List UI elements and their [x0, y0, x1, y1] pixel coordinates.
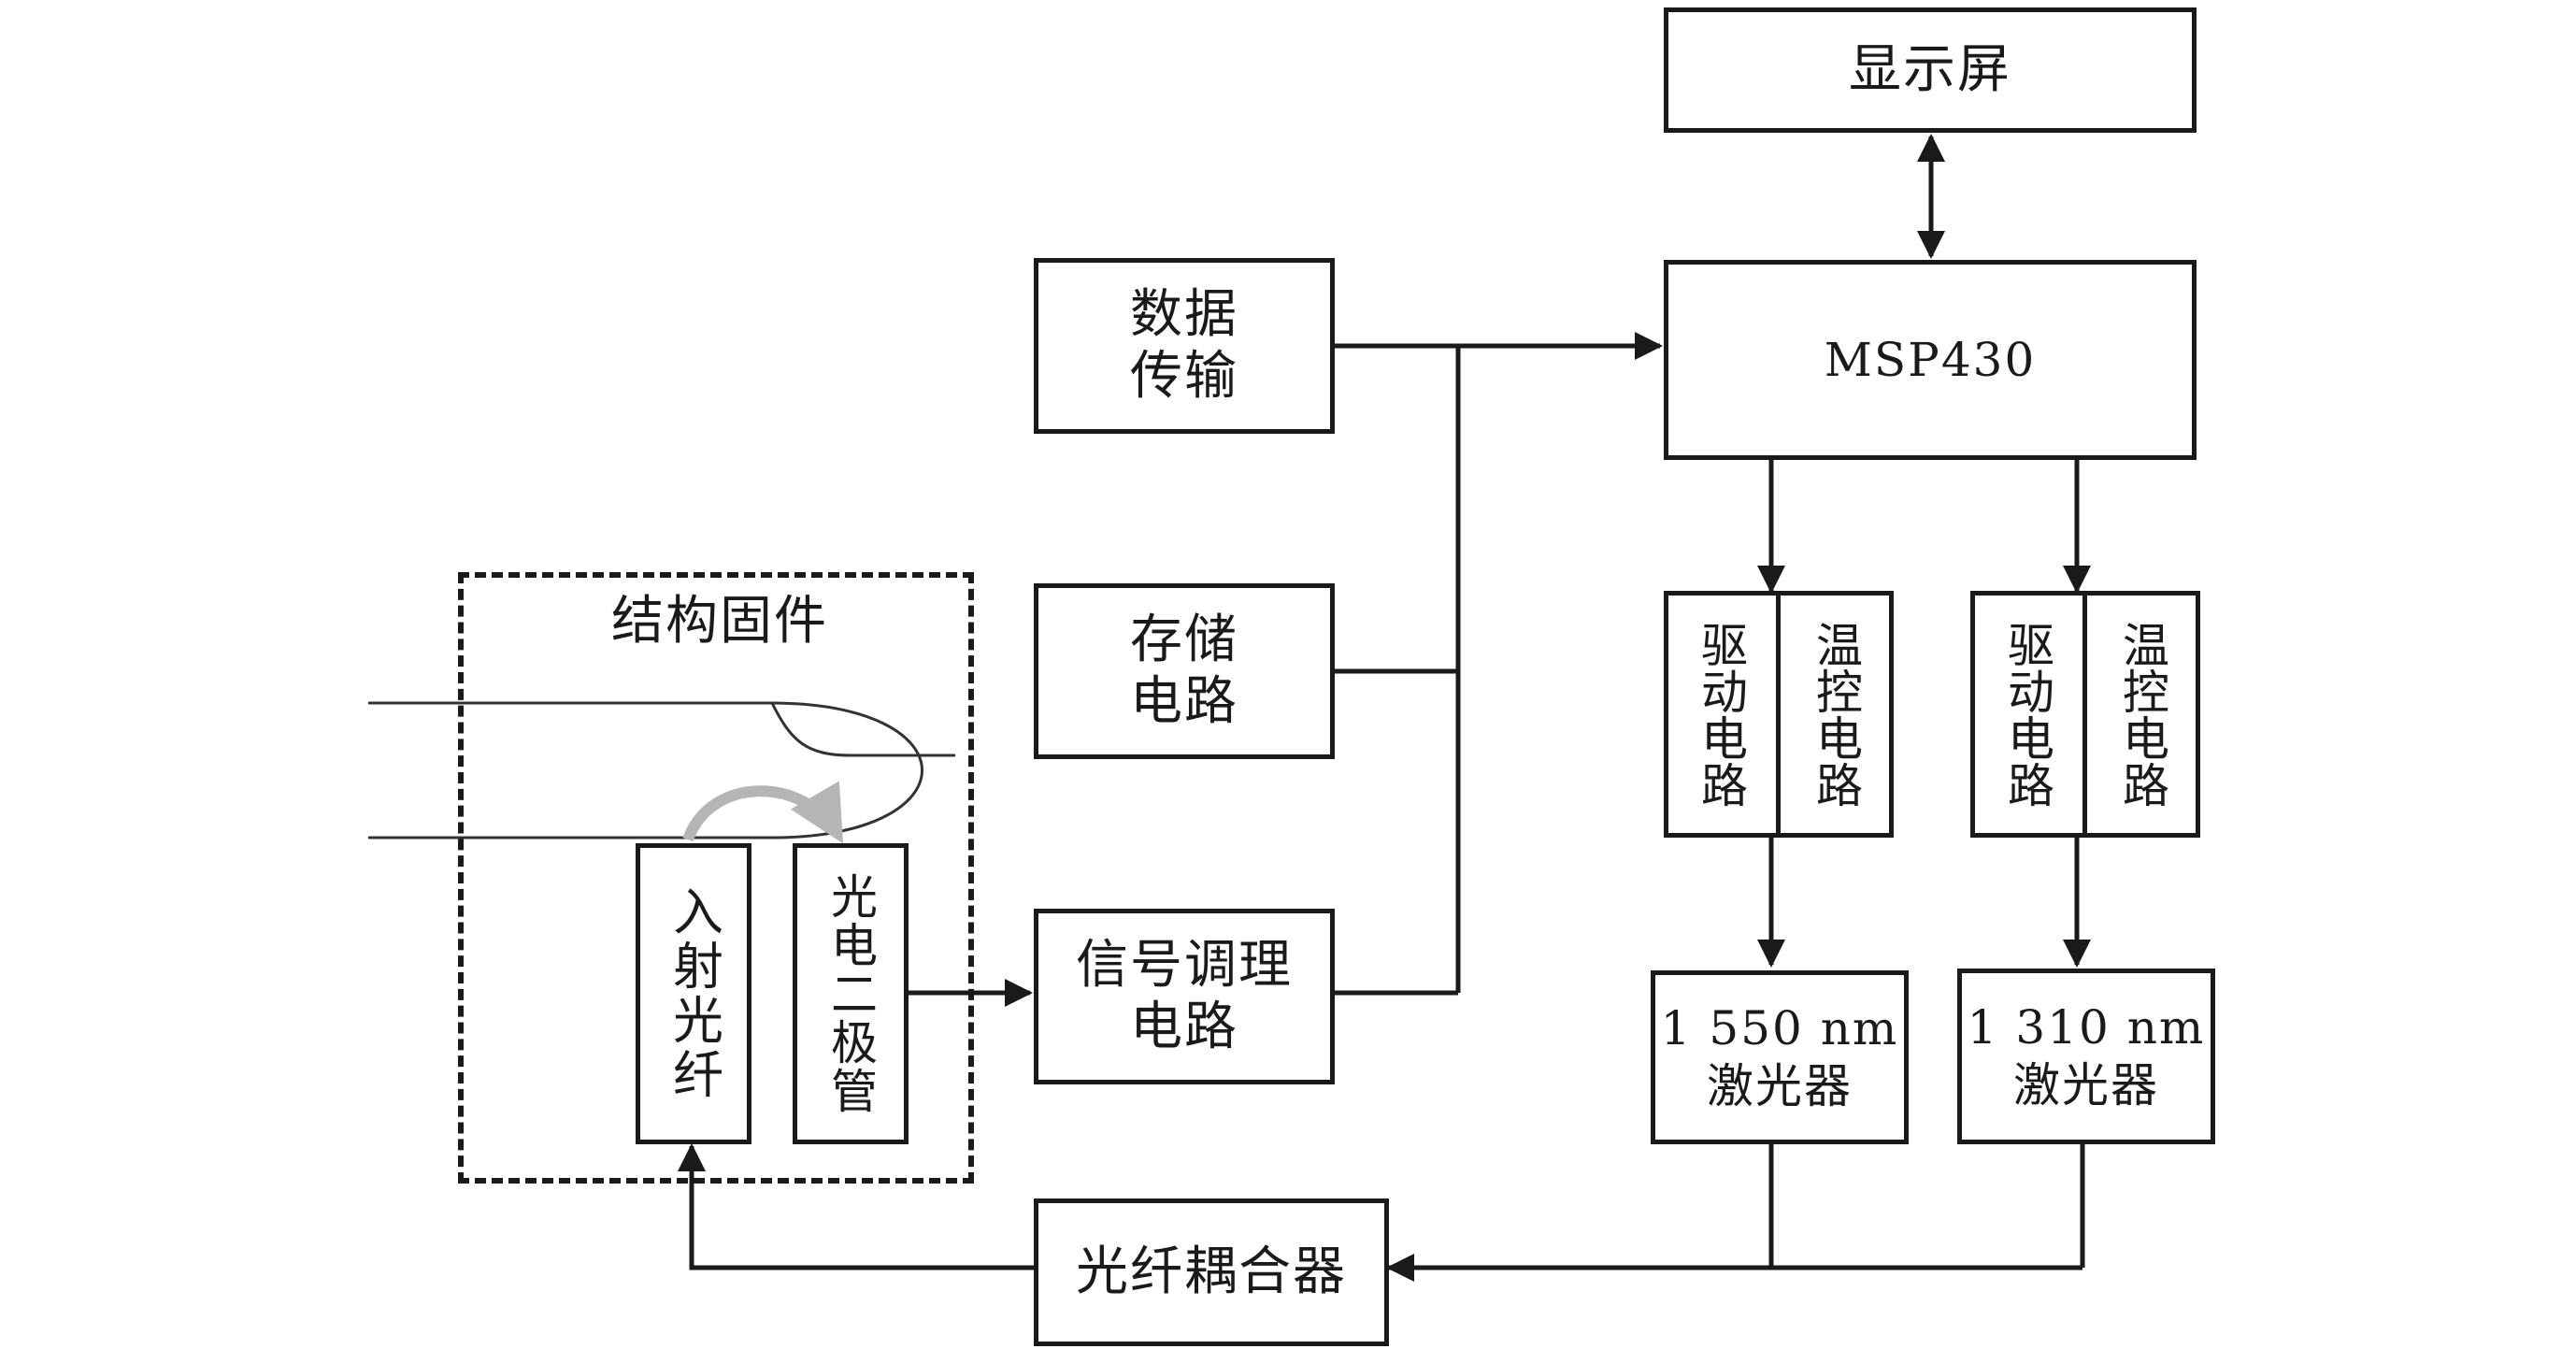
data-transfer-label: 数据 传输	[1130, 284, 1238, 407]
drive-circuit-2-label: 驱动电路	[2000, 621, 2054, 808]
signal-conditioning-block	[1034, 909, 1335, 1084]
fiber-coupler-block	[1034, 1198, 1389, 1346]
temp-control-1-label: 温控电路	[1809, 621, 1863, 808]
laser-1550-label: 1 550 nm 激光器	[1660, 1001, 1899, 1113]
display-block	[1664, 7, 2197, 133]
mcu-block	[1664, 260, 2197, 460]
stack-2-divider	[2082, 593, 2087, 836]
arrow-coupler-to-incident-fiber	[678, 1143, 1034, 1270]
signal-conditioning-label: 信号调理 电路	[1076, 935, 1293, 1057]
laser-1310-label: 1 310 nm 激光器	[1967, 1000, 2206, 1112]
laser-1310-block	[1957, 969, 2215, 1144]
laser-1550-block	[1651, 970, 1909, 1144]
finger-outline	[368, 701, 955, 840]
fixture-label: 结构固件	[611, 591, 828, 652]
light-path-arrow	[682, 781, 844, 844]
storage-circuit-label: 存储 电路	[1130, 610, 1238, 732]
incident-fiber-block	[636, 843, 751, 1144]
drive-circuit-1-label: 驱动电路	[1694, 621, 1748, 808]
mcu-label: MSP430	[1824, 333, 2037, 387]
photodiode-label: 光电二极管	[823, 872, 878, 1115]
fiber-coupler-label: 光纤耦合器	[1076, 1241, 1347, 1302]
fixture-boundary	[458, 572, 974, 1184]
display-label: 显示屏	[1849, 39, 2011, 100]
data-transfer-block	[1034, 258, 1335, 434]
photodiode-block	[793, 843, 909, 1144]
storage-circuit-block	[1034, 583, 1335, 759]
stack-1-divider	[1776, 593, 1781, 836]
temp-control-2-label: 温控电路	[2115, 621, 2169, 808]
incident-fiber-label: 入射光纤	[664, 885, 723, 1102]
